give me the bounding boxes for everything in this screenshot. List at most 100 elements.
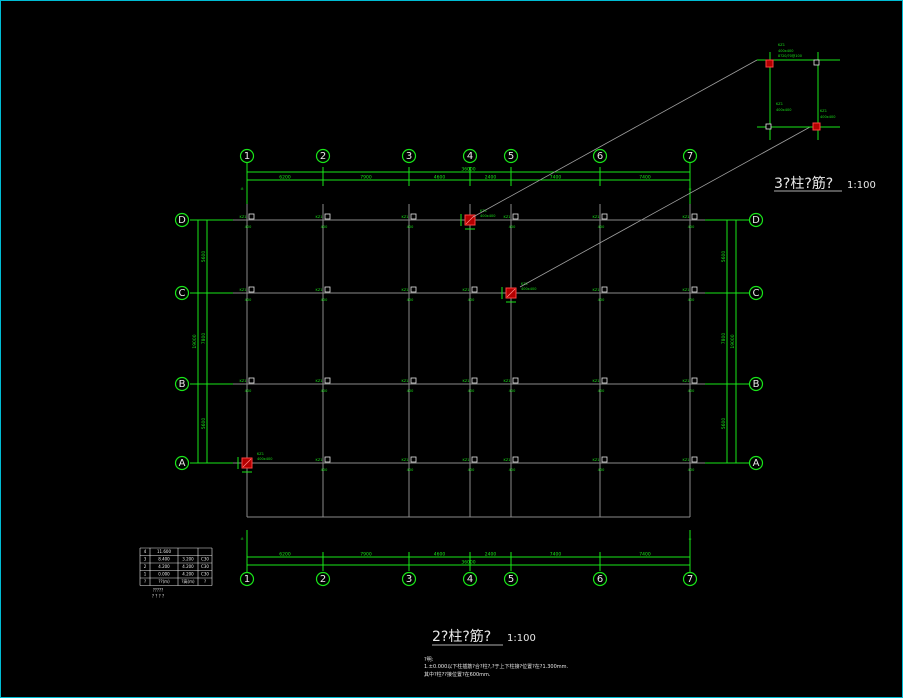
column-marker: [324, 456, 331, 463]
detail-column-marker: [813, 59, 820, 66]
column-label: KZ1: [683, 379, 690, 383]
column-size-label: 400: [321, 225, 328, 229]
column-marker: [601, 213, 608, 220]
column-label: KZ1: [683, 288, 690, 292]
column-marker: [410, 456, 417, 463]
column-size-label: 400: [688, 225, 695, 229]
axis-grid-lines: [233, 204, 705, 518]
column-section-hatch: [465, 215, 475, 225]
column-size-label: 400: [407, 389, 414, 393]
column-label: KZ1: [316, 288, 323, 292]
table-cell: 1: [144, 572, 147, 577]
column-marker: [324, 213, 331, 220]
column-size-label: 400: [245, 389, 252, 393]
column-size-label: 400: [321, 468, 328, 472]
column-label: KZ1: [463, 379, 470, 383]
column-size-label: 400: [509, 225, 516, 229]
axis-bubble-bottom: [315, 571, 331, 587]
axis-bubble-bottom-label: 2: [320, 574, 326, 585]
axis-bubble-right-label: B: [753, 379, 760, 390]
column-label: KZ1: [402, 379, 409, 383]
column-marker: [410, 377, 417, 384]
svg-text:400x400: 400x400: [778, 49, 793, 53]
column-label: KZ1: [504, 458, 511, 462]
axis-bubble-right: [748, 376, 764, 392]
axis-bubble-bottom: [682, 571, 698, 587]
column-size-label: 400: [321, 389, 328, 393]
column-marker: [471, 377, 478, 384]
column-size-label: 400x400: [257, 457, 272, 461]
axis-bubble-top: [401, 148, 417, 164]
column-size-label: 400: [407, 468, 414, 472]
column-label: KZ1: [593, 215, 600, 219]
axis-bubble-left-label: B: [179, 379, 186, 390]
axis-bubble-top-label: 5: [508, 151, 514, 162]
column-marker: [248, 377, 255, 384]
axis-bubble-left-label: A: [179, 458, 186, 469]
column-marker: [512, 456, 519, 463]
column-section-hatch: [242, 458, 252, 468]
detail-leader-lines: [472, 59, 811, 288]
axis-bubble-top: [315, 148, 331, 164]
column-size-label: 400: [688, 298, 695, 302]
axis-bubble-left: [174, 212, 190, 228]
column-marker: [324, 286, 331, 293]
column-size-label: 400: [598, 468, 605, 472]
column-label: KZ1: [240, 215, 247, 219]
column-size-label: 400: [468, 298, 475, 302]
column-label: KZ1: [683, 458, 690, 462]
axis-bubble-bottom: [592, 571, 608, 587]
main-title: 2?柱?筋?: [432, 628, 491, 645]
column-size-label: 400: [509, 468, 516, 472]
dimension-label: 2400: [485, 552, 497, 558]
elevation-mark: ±: [240, 536, 243, 541]
column-marker: [512, 213, 519, 220]
table-cell: ?: [144, 579, 146, 584]
column-size-label: 400: [509, 389, 516, 393]
dimension-label: 7800: [201, 333, 207, 345]
dimension-label: 6200: [279, 552, 291, 558]
axis-bubble-top: [682, 148, 698, 164]
column-label: KZ1: [683, 215, 690, 219]
column-label: KZ1: [316, 215, 323, 219]
dimension-label: 4600: [434, 552, 446, 558]
column-marker: [471, 286, 478, 293]
column-marker: [410, 286, 417, 293]
detail-column-marker: [765, 59, 774, 68]
axis-bubble-top-label: 3: [406, 151, 412, 162]
main-scale: 1:100: [507, 633, 536, 644]
table-cell: 4: [144, 549, 147, 554]
table-cell: 4.200: [182, 572, 194, 577]
column-marker: [324, 377, 331, 384]
table-cell: C30: [201, 572, 209, 577]
axis-bubble-left: [174, 455, 190, 471]
table-caption: ? ? ? ?: [152, 594, 164, 599]
axis-bubble-bottom-label: 6: [597, 574, 603, 585]
column-label: KZ1: [316, 458, 323, 462]
axis-bubble-bottom-label: 5: [508, 574, 514, 585]
column-marker: [691, 286, 698, 293]
dimension-total-label: 36000: [461, 167, 475, 173]
column-label: KZ1: [257, 452, 264, 456]
table-cell: 3: [144, 557, 147, 562]
svg-text:8?20/?0@100: 8?20/?0@100: [778, 54, 802, 58]
dimension-label: 7900: [360, 552, 372, 558]
dimension-label: 7400: [550, 175, 562, 181]
dimension-label: 5600: [201, 251, 207, 263]
detail-column-marker: [765, 123, 772, 130]
column-size-label: 400x400: [521, 287, 536, 291]
column-size-label: 400: [468, 468, 475, 472]
axis-bubble-left-label: C: [179, 288, 186, 299]
dimension-total-label: 19000: [730, 334, 736, 348]
dimension-label: 2400: [485, 175, 497, 181]
column-marker: [691, 213, 698, 220]
column-size-label: 400: [598, 225, 605, 229]
note-line-2: 其中?柱??接位置?在600mm.: [424, 671, 491, 678]
column-size-label: 400: [688, 468, 695, 472]
leader-line: [472, 59, 758, 218]
axis-bubble-left-label: D: [178, 215, 186, 226]
column-marker: [601, 377, 608, 384]
table-cell: 2: [144, 564, 147, 569]
